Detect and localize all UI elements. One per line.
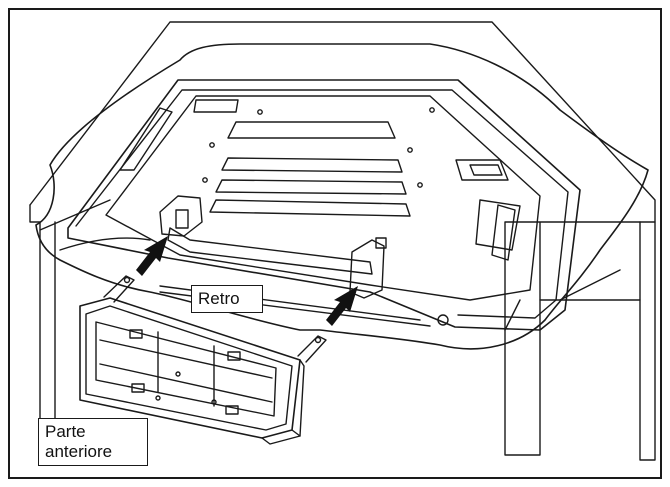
cloth-cover <box>35 43 649 350</box>
label-parte-anteriore: Parte anteriore <box>38 418 148 466</box>
insert-arrow-left <box>136 236 168 276</box>
label-front-line2: anteriore <box>45 442 113 461</box>
insert-arrow-right <box>326 286 358 326</box>
table <box>29 21 656 461</box>
label-front-line1: Parte <box>45 422 86 441</box>
tv-back-panel <box>67 79 581 331</box>
label-retro: Retro <box>191 285 263 313</box>
stand <box>79 275 327 445</box>
insert-arrows <box>136 236 358 326</box>
label-retro-text: Retro <box>198 289 240 308</box>
